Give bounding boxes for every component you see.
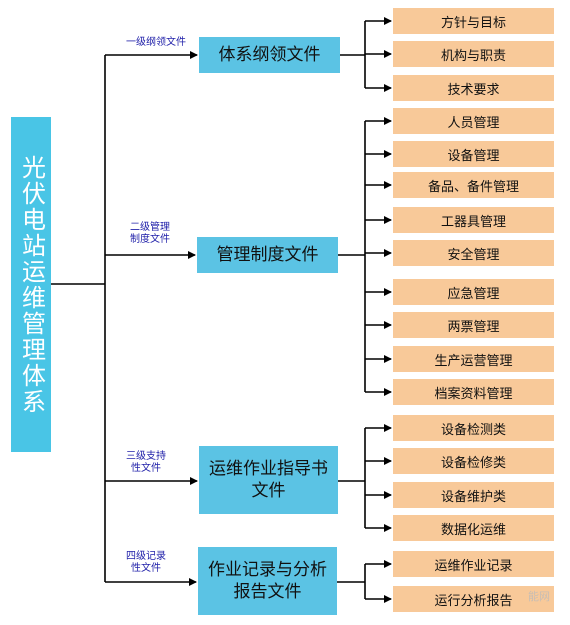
branch-node-2: 管理制度文件 xyxy=(197,237,338,273)
leaf-label: 备品、备件管理 xyxy=(427,179,519,195)
leaf-label: 数据化运维 xyxy=(440,522,506,538)
branch-node-1: 体系纲领文件 xyxy=(199,37,340,73)
leaf-label: 技术要求 xyxy=(447,82,500,98)
root-node: 光伏电站运维管理体系 xyxy=(11,117,51,452)
edge-label-1: 一级纲领文件 xyxy=(126,37,186,48)
leaf-node: 方针与目标 xyxy=(393,8,554,34)
leaf-label: 档案资料管理 xyxy=(434,386,513,402)
leaf-label: 两票管理 xyxy=(447,319,500,335)
leaf-label: 安全管理 xyxy=(447,247,500,263)
leaf-label: 工器具管理 xyxy=(440,214,506,230)
leaf-label: 运行分析报告 xyxy=(434,593,513,609)
branch-label-4: 作业记录与分析 报告文件 xyxy=(208,560,327,602)
leaf-label: 应急管理 xyxy=(447,286,500,302)
leaf-node: 机构与职责 xyxy=(393,41,554,67)
branch-node-4: 作业记录与分析 报告文件 xyxy=(198,547,337,615)
edge-label-2: 二级管理 制度文件 xyxy=(130,222,170,245)
leaf-node: 生产运营管理 xyxy=(393,346,554,372)
leaf-node: 运维作业记录 xyxy=(393,551,554,577)
leaf-label: 设备维护类 xyxy=(440,489,506,505)
branch-label-3: 运维作业指导书 文件 xyxy=(209,459,328,501)
branch-label-2: 管理制度文件 xyxy=(216,245,319,265)
leaf-node: 备品、备件管理 xyxy=(393,172,554,198)
leaf-node: 应急管理 xyxy=(393,279,554,305)
leaf-label: 运维作业记录 xyxy=(434,558,513,574)
leaf-node: 档案资料管理 xyxy=(393,379,554,405)
root-label: 光伏电站运维管理体系 xyxy=(17,154,46,415)
edge-label-3: 三级支持 性文件 xyxy=(126,451,166,474)
leaf-node: 设备检测类 xyxy=(393,415,554,441)
leaf-node: 设备管理 xyxy=(393,141,554,167)
leaf-label: 机构与职责 xyxy=(440,48,506,64)
branch-node-3: 运维作业指导书 文件 xyxy=(199,446,338,514)
edge-label-4: 四级记录 性文件 xyxy=(126,551,166,574)
leaf-node: 安全管理 xyxy=(393,240,554,266)
leaf-label: 人员管理 xyxy=(447,115,500,131)
leaf-node: 运行分析报告 xyxy=(393,586,554,612)
leaf-node: 设备检修类 xyxy=(393,448,554,474)
watermark: 能网 xyxy=(528,590,550,603)
leaf-label: 设备检测类 xyxy=(440,422,506,438)
leaf-label: 设备检修类 xyxy=(440,455,506,471)
leaf-node: 设备维护类 xyxy=(393,482,554,508)
leaf-node: 数据化运维 xyxy=(393,515,554,541)
leaf-label: 设备管理 xyxy=(447,148,500,164)
leaf-node: 工器具管理 xyxy=(393,207,554,233)
leaf-node: 人员管理 xyxy=(393,108,554,134)
leaf-label: 方针与目标 xyxy=(440,15,506,31)
branch-label-1: 体系纲领文件 xyxy=(218,45,321,65)
leaf-label: 生产运营管理 xyxy=(434,353,513,369)
leaf-node: 技术要求 xyxy=(393,75,554,101)
leaf-node: 两票管理 xyxy=(393,312,554,338)
